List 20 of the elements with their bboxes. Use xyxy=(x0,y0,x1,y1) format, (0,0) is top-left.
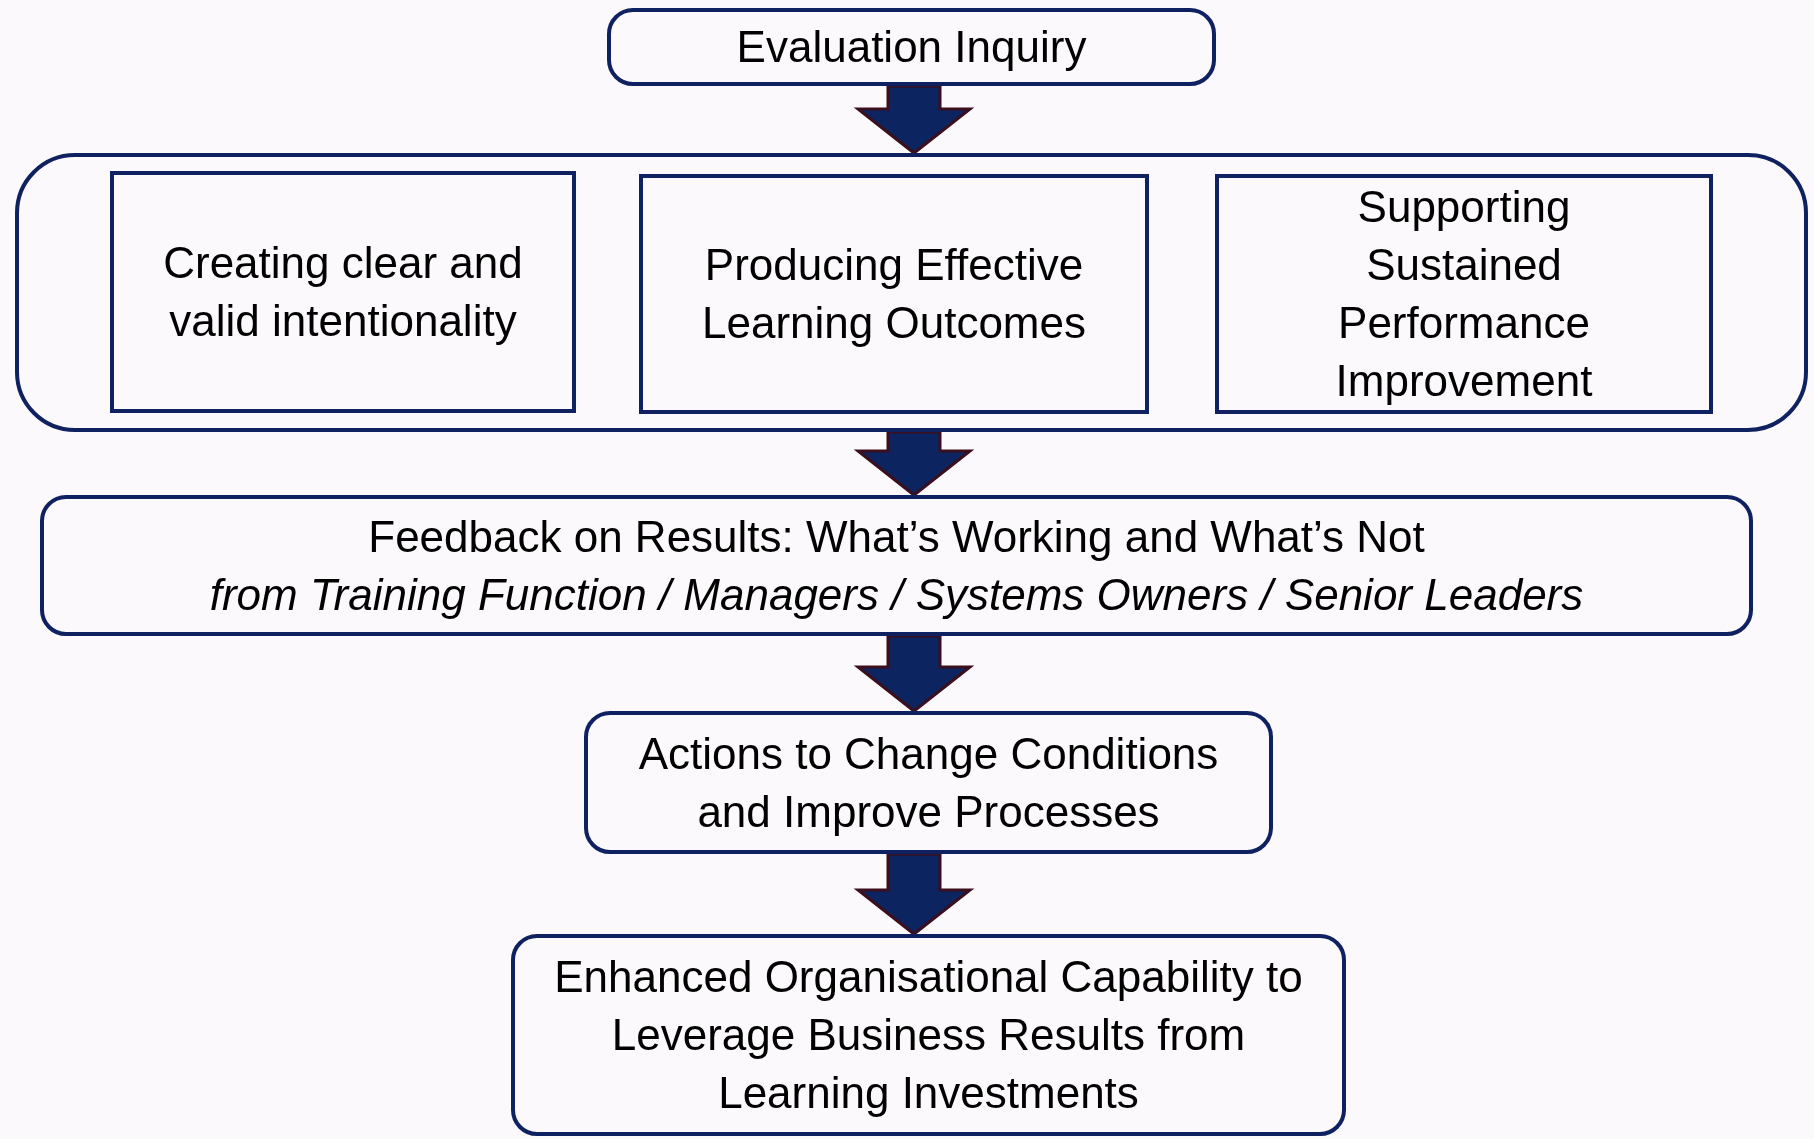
block-arrow xyxy=(853,634,975,713)
block-arrow xyxy=(853,852,975,936)
group-container xyxy=(15,153,1808,432)
stage-box xyxy=(1215,174,1713,414)
process-box xyxy=(40,495,1753,636)
stage-box xyxy=(110,171,576,413)
process-box xyxy=(607,8,1216,86)
process-box xyxy=(584,711,1273,854)
block-arrow xyxy=(853,84,975,155)
box-label: Enhanced Organisational Capability to Leverage Business Results from Learning Investments xyxy=(553,951,1304,1119)
stage-box xyxy=(639,174,1149,414)
box-label: Actions to Change Conditions and Improve Processes xyxy=(637,727,1220,838)
box-label: Creating clear and valid intentionality xyxy=(162,237,524,347)
box-label: Supporting Sustained Performance Improvement xyxy=(1334,181,1594,407)
box-label: Feedback on Results: What’s Working and What’s Not xyxy=(368,510,1425,563)
box-label: Evaluation Inquiry xyxy=(736,21,1087,73)
block-arrow xyxy=(853,430,975,497)
process-box xyxy=(511,934,1346,1136)
box-label: Producing Effective Learning Outcomes xyxy=(701,239,1087,349)
box-sublabel: from Training Function / Managers / Systems Owners / Senior Leaders xyxy=(209,568,1584,621)
